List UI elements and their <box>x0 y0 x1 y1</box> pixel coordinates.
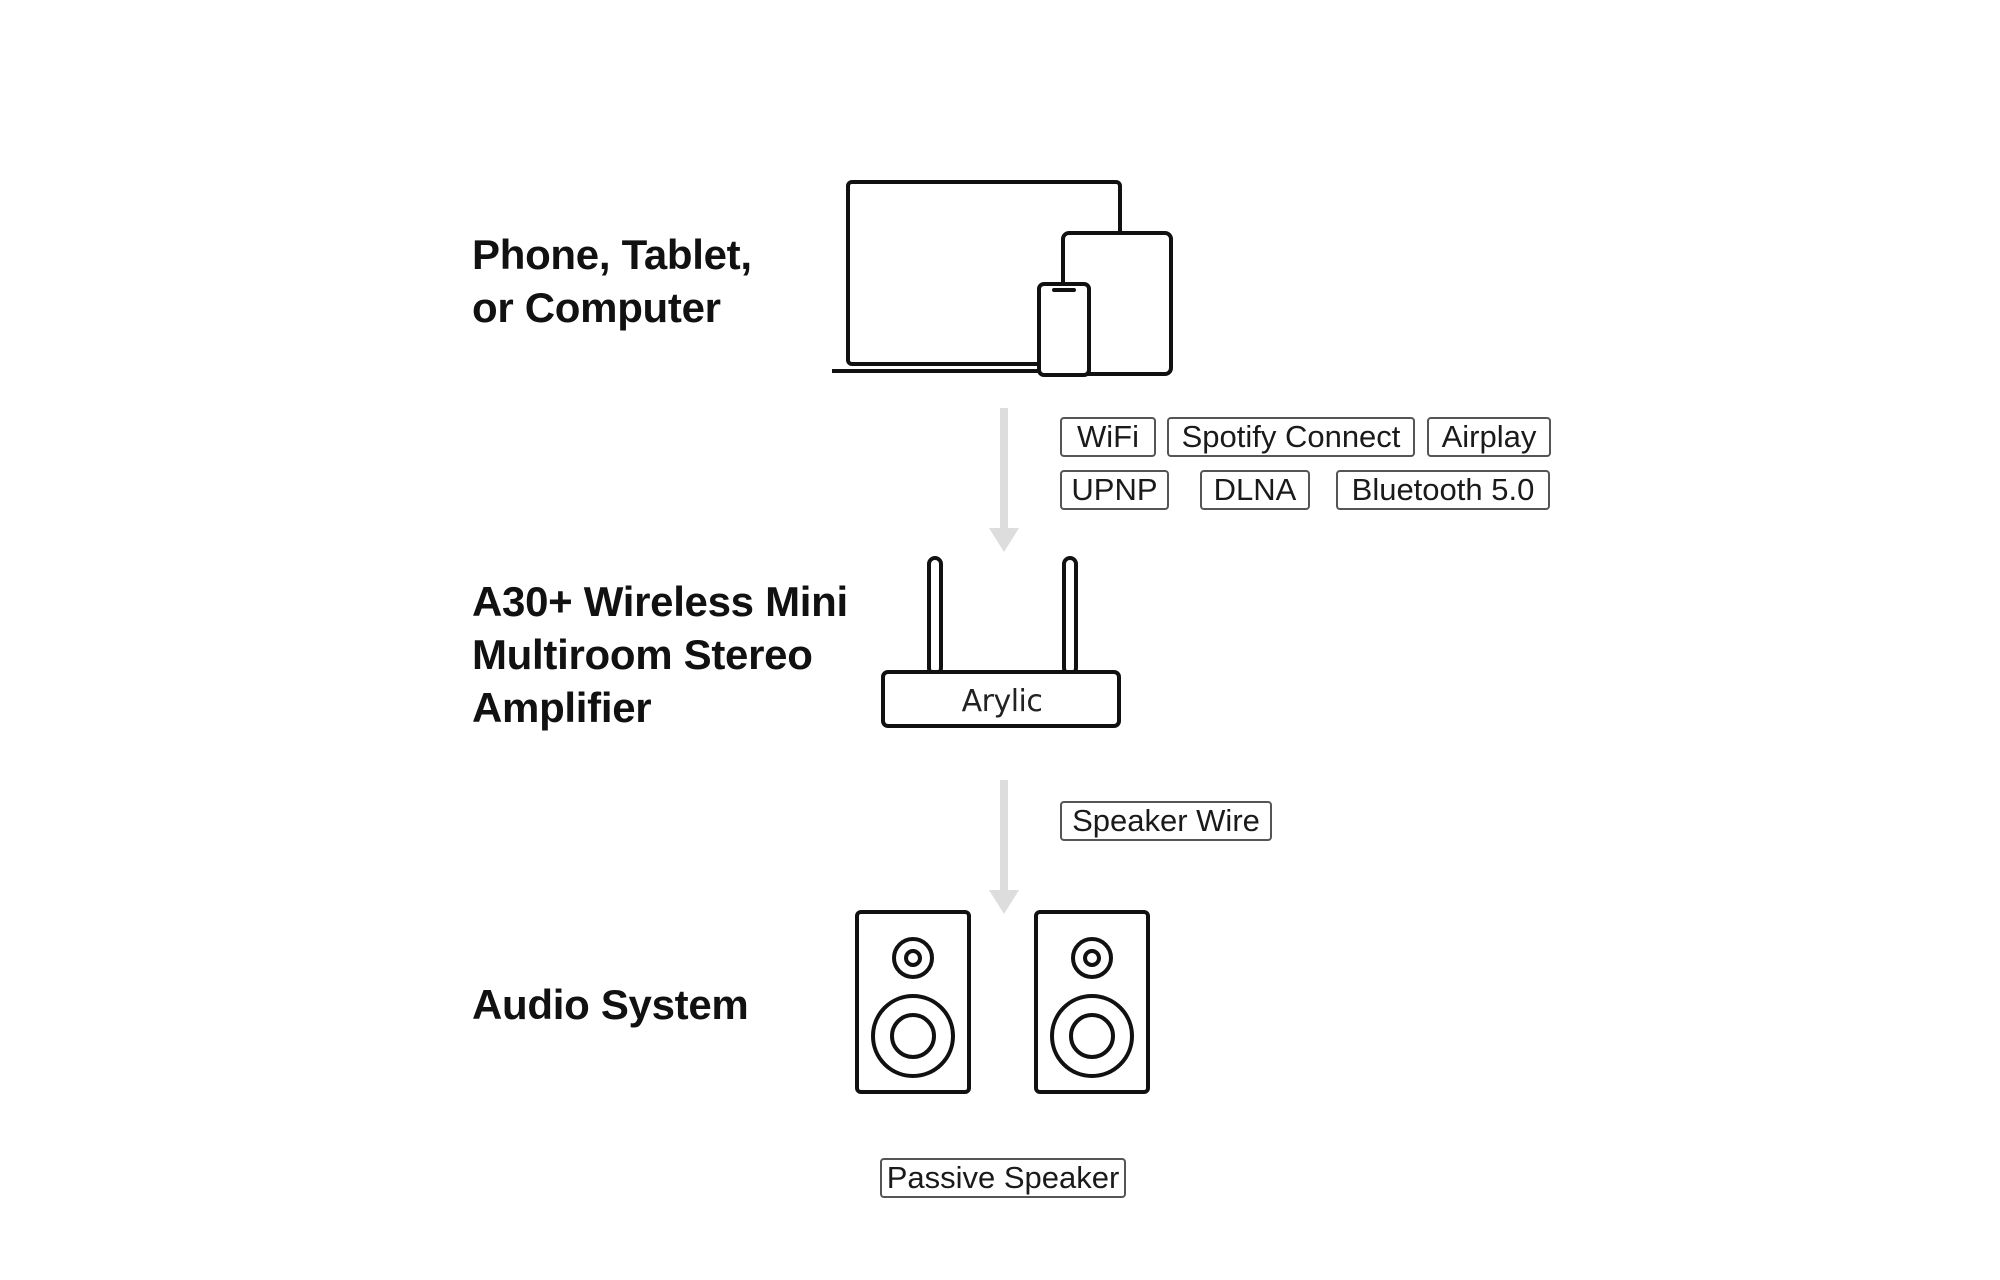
tag-airplay: Airplay <box>1427 417 1551 457</box>
tag-passive-speaker: Passive Speaker <box>880 1158 1126 1198</box>
tag-spotify-connect: Spotify Connect <box>1167 417 1415 457</box>
arrow-source-to-amp <box>989 408 1019 552</box>
tag-wifi: WiFi <box>1060 417 1156 457</box>
speakers-icon <box>855 910 1150 1094</box>
arrow-amp-to-speakers <box>989 780 1019 914</box>
tag-bluetooth: Bluetooth 5.0 <box>1336 470 1550 510</box>
amplifier-label-line-1: A30+ Wireless Mini <box>472 578 848 625</box>
amplifier-icon: Arylic <box>881 556 1121 728</box>
source-label-line-2: or Computer <box>472 284 721 331</box>
source-label-line-1: Phone, Tablet, <box>472 231 752 278</box>
amplifier-label-line-2: Multiroom Stereo <box>472 631 813 678</box>
amplifier-label-line-3: Amplifier <box>472 684 652 731</box>
amplifier-brand: Arylic <box>962 684 1043 719</box>
tag-dlna: DLNA <box>1200 470 1310 510</box>
tag-upnp: UPNP <box>1060 470 1169 510</box>
devices-icon <box>832 180 1173 377</box>
source-label: Phone, Tablet, or Computer <box>472 228 752 334</box>
tag-speaker-wire: Speaker Wire <box>1060 801 1272 841</box>
speaker-icon <box>1034 910 1150 1094</box>
audio-label: Audio System <box>472 978 749 1031</box>
audio-label-line-1: Audio System <box>472 981 749 1028</box>
phone-icon <box>1037 282 1091 377</box>
amplifier-label: A30+ Wireless Mini Multiroom Stereo Ampl… <box>472 575 848 734</box>
speaker-icon <box>855 910 971 1094</box>
